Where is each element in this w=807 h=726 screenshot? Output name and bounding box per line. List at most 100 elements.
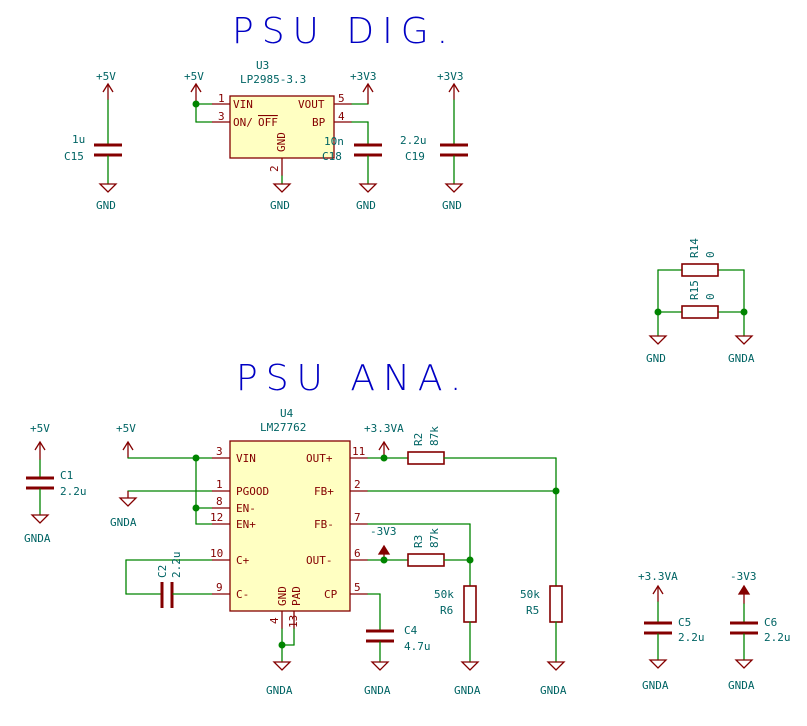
u4-pin-pad: PAD bbox=[290, 586, 303, 606]
power-label-3v3: +3V3 bbox=[350, 70, 377, 83]
ground-symbol bbox=[358, 183, 378, 193]
r6-ref: R6 bbox=[440, 604, 453, 617]
r3-body[interactable] bbox=[407, 553, 445, 567]
pin-number: 11 bbox=[352, 445, 365, 458]
u4-body[interactable] bbox=[229, 440, 351, 612]
r3-value: 87k bbox=[428, 528, 441, 548]
c18-value: 10n bbox=[324, 135, 344, 148]
gnda-symbol bbox=[30, 514, 50, 524]
gnda-label: GNDA bbox=[266, 684, 293, 697]
pin-number: 5 bbox=[338, 92, 345, 105]
r15-body[interactable] bbox=[681, 305, 719, 319]
power-label-5v: +5V bbox=[30, 422, 50, 435]
pin-number: 2 bbox=[354, 478, 361, 491]
u4-ref: U4 bbox=[280, 407, 294, 420]
power-label-n3v3: -3V3 bbox=[730, 570, 757, 583]
pin-number: 12 bbox=[210, 511, 223, 524]
pin-number: 6 bbox=[354, 547, 361, 560]
junction bbox=[192, 454, 200, 462]
r14-body[interactable] bbox=[681, 263, 719, 277]
c15-ref: C15 bbox=[64, 150, 84, 163]
u4-pin-c-plus: C+ bbox=[236, 554, 250, 567]
u4-pin-gnd: GND bbox=[276, 586, 289, 606]
title-psu-ana: PSU ANA. bbox=[236, 358, 469, 399]
c5-ref: C5 bbox=[678, 616, 691, 629]
c19-group: +3V3 GND 2.2u C19 bbox=[400, 70, 468, 212]
u4-pin-c-minus: C- bbox=[236, 588, 249, 601]
junction bbox=[552, 487, 560, 495]
r5-value: 50k bbox=[520, 588, 540, 601]
r2-value: 87k bbox=[428, 426, 441, 446]
gnd-label: GND bbox=[270, 199, 290, 212]
r15-ref: R15 bbox=[688, 280, 701, 300]
power-label-5v: +5V bbox=[184, 70, 204, 83]
junction bbox=[192, 504, 200, 512]
u3-pin-vin: VIN bbox=[233, 98, 253, 111]
gnda-symbol bbox=[734, 335, 754, 345]
gnda-symbol bbox=[370, 661, 390, 671]
u4-pin-en-plus: EN+ bbox=[236, 518, 256, 531]
pin-number: 13 bbox=[287, 615, 300, 628]
gnda-symbol bbox=[118, 497, 138, 507]
u3-pin-gnd: GND bbox=[275, 132, 288, 152]
u4-pin-vin: VIN bbox=[236, 452, 256, 465]
title-psu-dig: PSU DIG. bbox=[232, 11, 456, 52]
power-label-3v3a: +3.3VA bbox=[364, 422, 404, 435]
u3-body[interactable] bbox=[229, 95, 335, 159]
power-label-3v3: +3V3 bbox=[437, 70, 464, 83]
ground-symbol bbox=[98, 183, 118, 193]
u4-pin-cp: CP bbox=[324, 588, 338, 601]
gnd-label: GND bbox=[442, 199, 462, 212]
pin-number: 2 bbox=[268, 165, 281, 172]
gnda-symbol bbox=[272, 661, 292, 671]
pin-number: 9 bbox=[216, 581, 223, 594]
u3-pin-vout: VOUT bbox=[298, 98, 325, 111]
r2-ref: R2 bbox=[412, 433, 425, 446]
u4-pin-out-minus: OUT- bbox=[306, 554, 333, 567]
r6-body[interactable] bbox=[463, 585, 477, 623]
r5-ref: R5 bbox=[526, 604, 539, 617]
neg-power-arrow bbox=[737, 584, 751, 595]
junction bbox=[466, 556, 474, 564]
c15-value: 1u bbox=[72, 133, 85, 146]
gnd-label: GND bbox=[96, 199, 116, 212]
r14-ref: R14 bbox=[688, 238, 701, 258]
c1-group: +5V GNDA C1 2.2u bbox=[24, 422, 87, 545]
gnda-label: GNDA bbox=[728, 679, 755, 692]
gnda-label: GNDA bbox=[642, 679, 669, 692]
c1-ref: C1 bbox=[60, 469, 73, 482]
junction bbox=[278, 641, 286, 649]
r2-body[interactable] bbox=[407, 451, 445, 465]
gnda-symbol bbox=[648, 659, 668, 669]
c5-value: 2.2u bbox=[678, 631, 705, 644]
c19-value: 2.2u bbox=[400, 134, 427, 147]
gnda-label: GNDA bbox=[110, 516, 137, 529]
gnd-label: GND bbox=[646, 352, 666, 365]
u4-pin-out-plus: OUT+ bbox=[306, 452, 333, 465]
power-label-5v: +5V bbox=[116, 422, 136, 435]
pin-number: 7 bbox=[354, 511, 361, 524]
neg-power-arrow bbox=[377, 544, 391, 555]
pin-number: 5 bbox=[354, 581, 361, 594]
r14-r15-group: R14 0 R15 0 GND GNDA bbox=[646, 238, 755, 365]
gnda-label: GNDA bbox=[24, 532, 51, 545]
ground-symbol bbox=[272, 183, 292, 193]
power-label-3v3a: +3.3VA bbox=[638, 570, 678, 583]
c6-ref: C6 bbox=[764, 616, 777, 629]
junction bbox=[380, 454, 388, 462]
junction bbox=[380, 556, 388, 564]
u4-group: U4 LM27762 3 1 8 12 10 9 VIN PGOOD EN- E… bbox=[210, 407, 368, 697]
r5-body[interactable] bbox=[549, 585, 563, 623]
pin-number: 4 bbox=[268, 617, 281, 624]
c4-value: 4.7u bbox=[404, 640, 431, 653]
u4-pin-fb-plus: FB+ bbox=[314, 485, 334, 498]
r14-value: 0 bbox=[704, 251, 717, 258]
c6-value: 2.2u bbox=[764, 631, 791, 644]
pin-number: 8 bbox=[216, 495, 223, 508]
u4-right-nets: +3.3VA R2 87k 50k R5 GNDA -3V3 R3 87k 50… bbox=[364, 422, 567, 697]
pin-number: 3 bbox=[216, 445, 223, 458]
u3-value: LP2985-3.3 bbox=[240, 73, 306, 86]
r3-ref: R3 bbox=[412, 535, 425, 548]
r6-value: 50k bbox=[434, 588, 454, 601]
